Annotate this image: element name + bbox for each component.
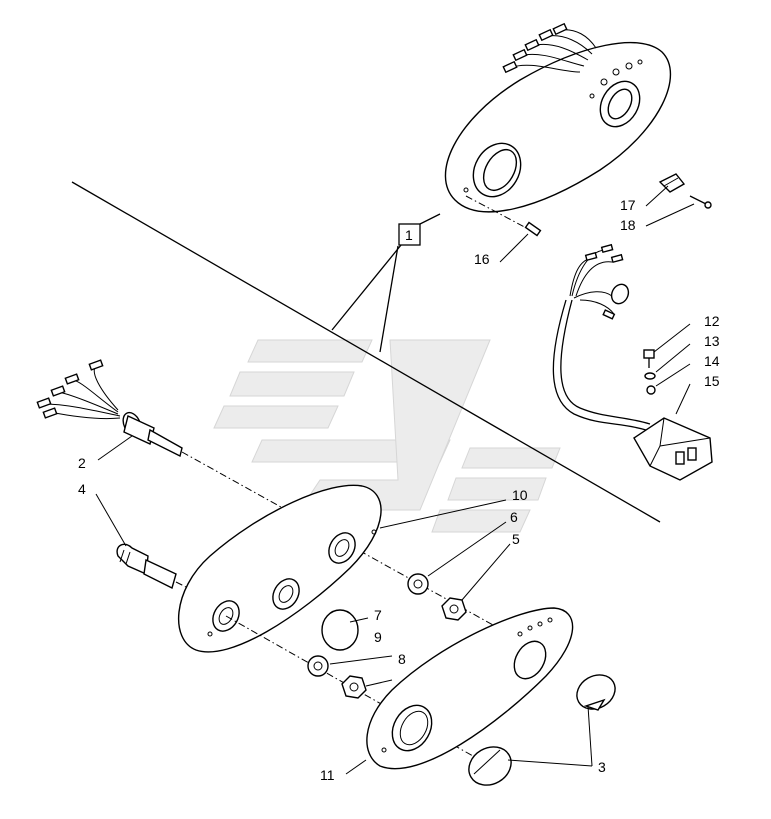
washer-6: [407, 573, 429, 595]
clip-17: [658, 173, 686, 193]
callout-16: 16: [474, 251, 490, 267]
screw-16: [524, 221, 542, 237]
top-panel-assembly: [444, 22, 672, 213]
callout-7: 7: [374, 607, 382, 623]
callout-2: 2: [78, 455, 86, 471]
washer-9: [307, 655, 329, 677]
callout-17: 17: [620, 197, 636, 213]
callout-18: 18: [620, 217, 636, 233]
callout-box-1: [398, 223, 421, 246]
leader-1a: [331, 233, 411, 331]
middle-panel-10: [177, 484, 382, 653]
washer-13: [644, 372, 656, 380]
section-line: [71, 181, 661, 523]
switch-2: [36, 359, 183, 458]
callout-1: 1: [405, 227, 413, 243]
callout-14: 14: [704, 353, 720, 369]
callout-8: 8: [398, 651, 406, 667]
wiring-harness-15: [552, 243, 713, 481]
nut-5: [441, 597, 467, 621]
callout-15: 15: [704, 373, 720, 389]
nut-14: [646, 385, 656, 395]
screw-18: [689, 195, 712, 209]
cap-7: [321, 609, 359, 651]
callout-10: 10: [512, 487, 528, 503]
callout-12: 12: [704, 313, 720, 329]
callout-3: 3: [598, 759, 606, 775]
leader-1b: [379, 245, 399, 353]
front-panel-11: [366, 607, 574, 770]
callout-4: 4: [78, 481, 86, 497]
part-4: [116, 543, 177, 590]
watermark-logo: [213, 339, 561, 533]
nut-8: [341, 675, 367, 699]
callout-6: 6: [510, 509, 518, 525]
callout-5: 5: [512, 531, 520, 547]
leader-lines: [95, 185, 695, 775]
callout-9: 9: [374, 629, 382, 645]
callout-13: 13: [704, 333, 720, 349]
bolt-12: [643, 349, 655, 368]
knob-3a: [576, 674, 616, 711]
callout-11: 11: [320, 767, 335, 783]
knob-3b: [468, 746, 512, 786]
